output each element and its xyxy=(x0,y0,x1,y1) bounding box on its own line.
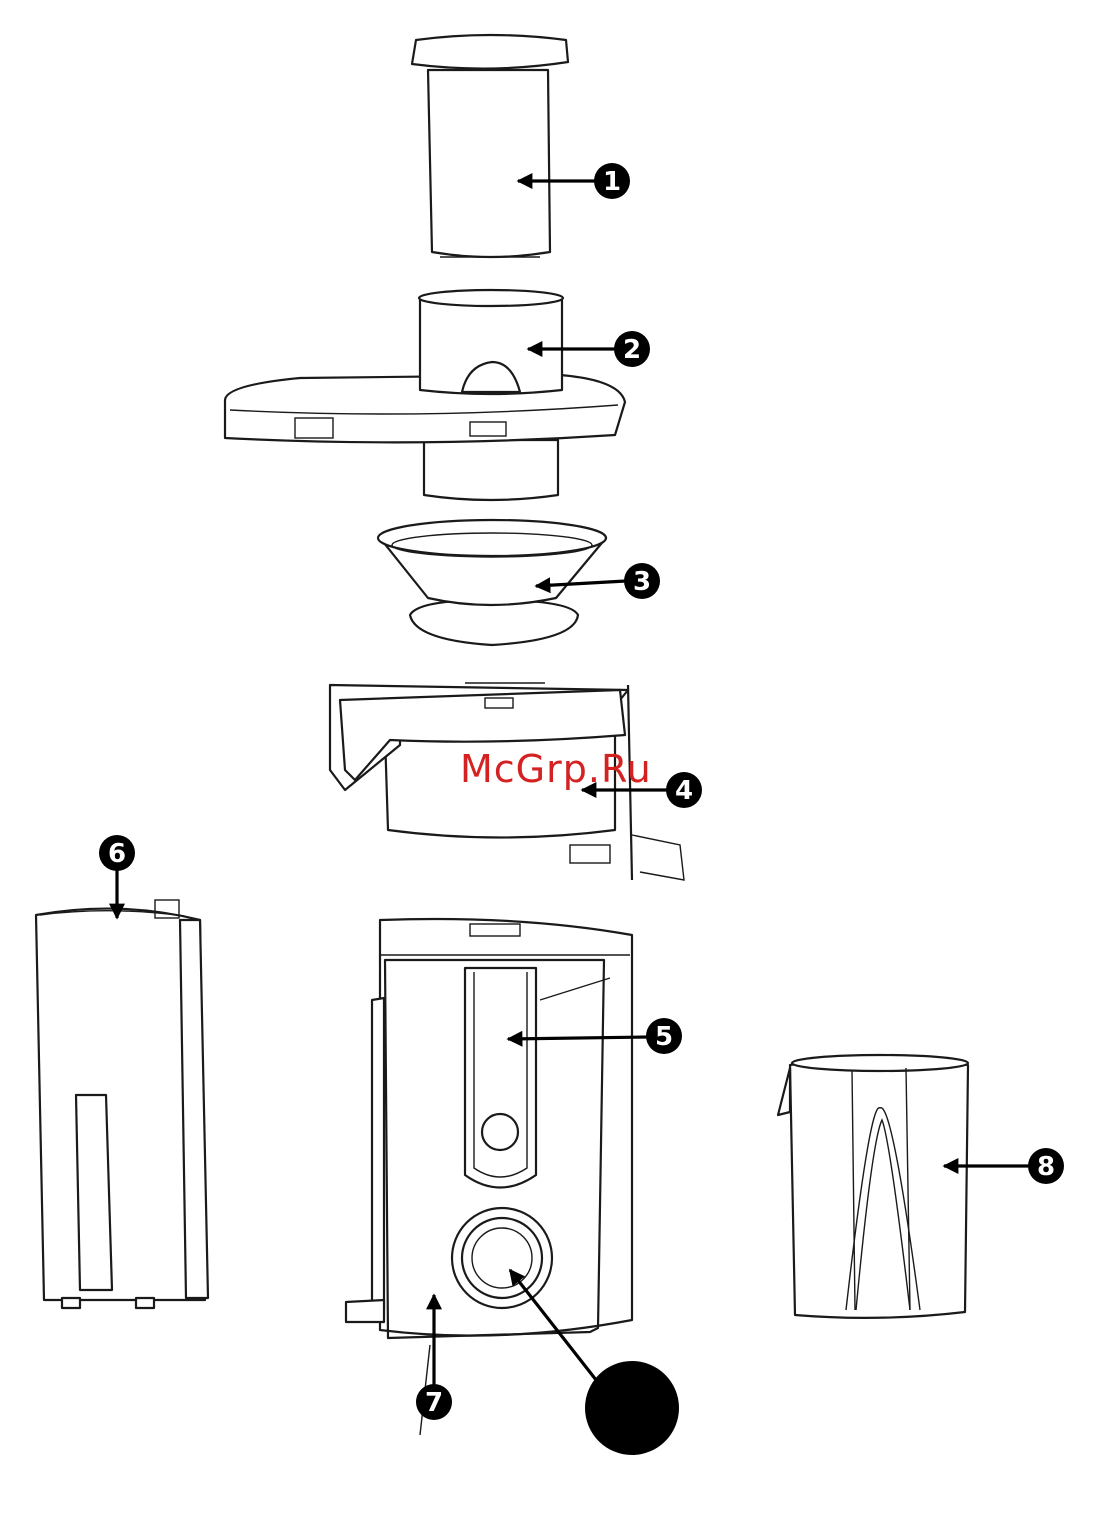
callout-badge-8: 8 xyxy=(1028,1148,1064,1184)
callout-badge-2: 2 xyxy=(614,331,650,367)
arrow-5 xyxy=(508,1037,648,1039)
callout-label-3: 3 xyxy=(633,567,651,597)
callout-label-8: 8 xyxy=(1037,1152,1055,1182)
food-pusher xyxy=(412,35,568,257)
callout-badge-7: 7 xyxy=(416,1384,452,1420)
motor-base xyxy=(346,919,632,1435)
callout-label-6: 6 xyxy=(108,839,126,869)
callout-badge-5: 5 xyxy=(646,1018,682,1054)
callout-badge-9 xyxy=(585,1361,679,1455)
callout-badge-1: 1 xyxy=(594,163,630,199)
pulp-container xyxy=(36,900,208,1308)
callout-badge-6: 6 xyxy=(99,835,135,871)
callout-badge-4: 4 xyxy=(666,772,702,808)
callout-label-5: 5 xyxy=(655,1022,673,1052)
callout-badge-3: 3 xyxy=(624,563,660,599)
juice-jug xyxy=(778,1055,968,1318)
lid-with-feed-tube xyxy=(225,290,625,500)
callout-label-2: 2 xyxy=(623,335,641,365)
callout-label-4: 4 xyxy=(675,776,693,806)
callout-label-7: 7 xyxy=(425,1388,443,1418)
callout-label-1: 1 xyxy=(603,167,621,197)
watermark-text: McGrp.Ru xyxy=(460,747,652,791)
